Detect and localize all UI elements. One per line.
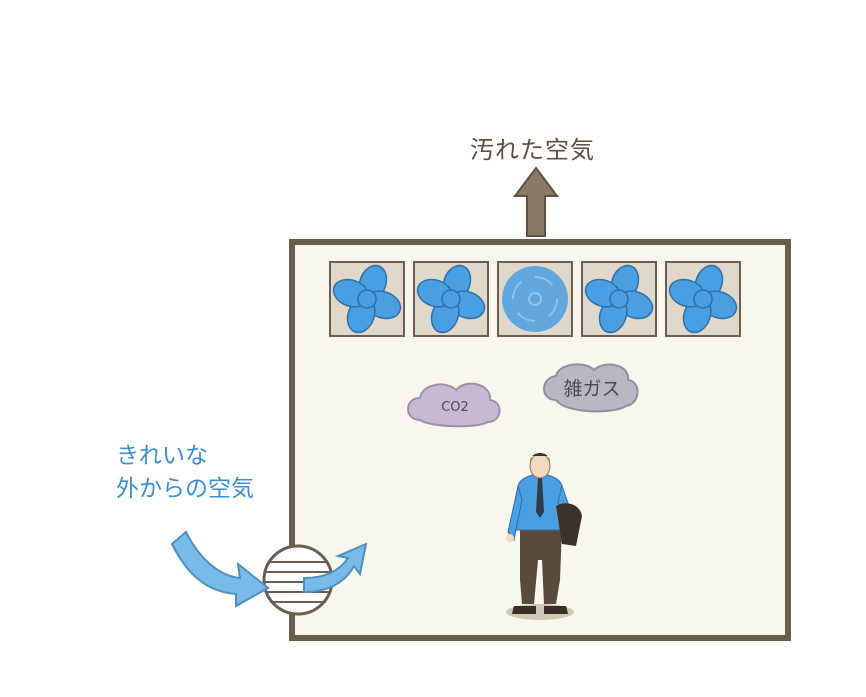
fan-icon <box>329 261 405 337</box>
co2-label: CO2 <box>441 400 469 415</box>
dirty-air-label: 汚れた空気 <box>470 136 595 164</box>
misc-gas-cloud: 雑ガス <box>543 363 639 413</box>
inflow-arrow-icon <box>303 542 368 594</box>
fan-icon <box>413 261 489 337</box>
clean-air-label-line1: きれいな <box>116 443 208 469</box>
co2-cloud: CO2 <box>407 382 501 428</box>
misc-gas-label: 雑ガス <box>563 378 620 400</box>
clean-air-label-line2: 外からの空気 <box>116 476 254 502</box>
fan-row <box>329 261 741 337</box>
air-inlet-vent-icon <box>262 544 334 616</box>
exhaust-arrow-icon <box>513 166 559 237</box>
fan-icon <box>665 261 741 337</box>
businessman-figure <box>506 453 582 620</box>
fan-icon <box>581 261 657 337</box>
clean-air-label: きれいな 外からの空気 <box>116 440 306 506</box>
fan-spinning-icon <box>497 261 573 337</box>
incoming-air-arrow-icon <box>170 530 270 608</box>
